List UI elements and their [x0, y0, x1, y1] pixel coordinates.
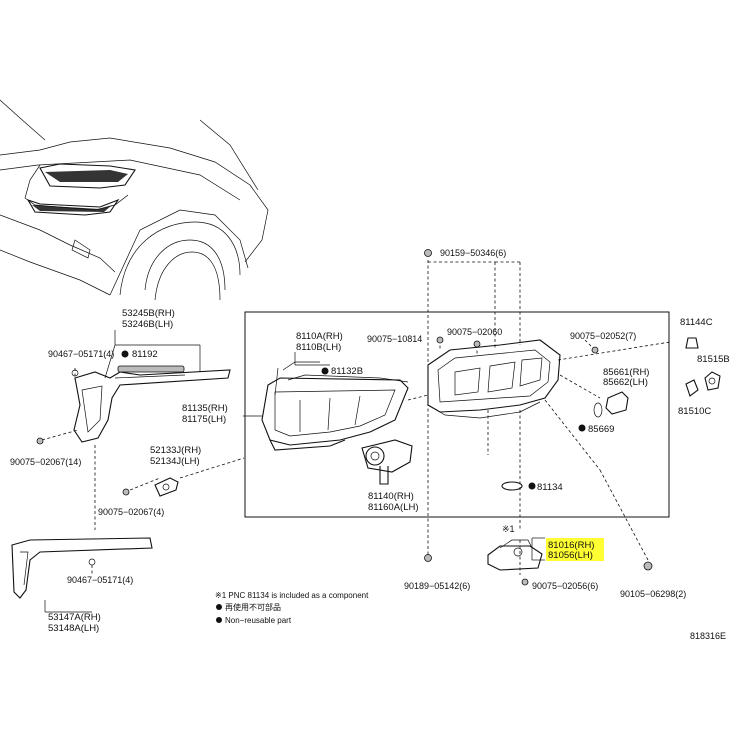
label-90467-b: 90467−05171(4) [67, 575, 133, 585]
control-module-81016 [487, 539, 543, 571]
bulb-81510c [685, 379, 699, 397]
label-85662: 85662(LH) [603, 377, 648, 388]
non-reusable-dot [321, 367, 329, 375]
label-90189: 90189−05142(6) [404, 581, 470, 591]
bulb-81144c [685, 337, 699, 349]
leveling-actuator-85661 [593, 391, 629, 418]
bolt-icon [473, 340, 481, 348]
non-reusable-dot [528, 482, 536, 490]
label-81134: 81134 [537, 482, 563, 493]
socket-81515b [704, 371, 721, 391]
label-81192: 81192 [132, 349, 158, 360]
fender-molding-lower [11, 537, 153, 599]
label-90075-a: 90075−02067(14) [10, 457, 81, 467]
label-90159: 90159−50346(6) [440, 248, 506, 258]
label-81160a: 81160A(LH) [368, 502, 419, 513]
label-90467-a: 90467−05171(4) [48, 349, 114, 359]
non-reusable-dot [578, 424, 586, 432]
label-90075-b: 90075−02067(4) [98, 507, 164, 517]
label-90075-f: 90075−02056(6) [532, 581, 598, 591]
label-81510c: 81510C [678, 406, 711, 417]
headlamp-housing [427, 339, 561, 419]
highlight-81016 [546, 538, 604, 561]
bolt-icon [424, 249, 432, 257]
legend-dot [216, 604, 222, 610]
label-81135: 81135(RH) [182, 403, 228, 414]
label-52133j: 52133J(RH) [150, 445, 201, 456]
fender-molding-upper [73, 365, 231, 443]
label-81140: 81140(RH) [368, 491, 414, 502]
gasket-81132b [287, 374, 409, 383]
label-81056: 81056(LH) [548, 550, 593, 561]
label-81016: 81016(RH) [548, 540, 594, 551]
headlamp-assembly-box [244, 311, 670, 518]
star-note-marker: ※1 [502, 524, 515, 534]
label-81144c: 81144C [680, 317, 713, 328]
bolt-icon [424, 554, 432, 562]
label-85661: 85661(RH) [603, 367, 649, 378]
o-ring-81134 [501, 481, 523, 491]
bracket-52133 [154, 477, 179, 497]
bolt-icon [591, 346, 599, 354]
label-53246b: 53246B(LH) [122, 319, 173, 330]
note-pnc: ※1 PNC 81134 is included as a component [215, 591, 369, 600]
screw-icon [521, 578, 529, 586]
label-81515b: 81515B [697, 354, 730, 365]
note-non-reusable-ja: 再使用不可部品 [225, 602, 281, 612]
fog-lamp-81140 [361, 439, 413, 485]
label-90105: 90105−06298(2) [620, 589, 686, 599]
label-90075-c: 90075−10814 [367, 334, 422, 344]
label-53245b: 53245B(RH) [122, 308, 175, 319]
label-53147a: 53147A(RH) [48, 612, 101, 623]
label-90075-d: 90075−02060 [447, 327, 502, 337]
label-85669: 85669 [588, 424, 614, 435]
vehicle-sketch [0, 99, 269, 301]
non-reusable-dot [121, 350, 129, 358]
label-53148a: 53148A(LH) [48, 623, 99, 634]
note-non-reusable-en: Non−reusable part [225, 616, 292, 625]
legend-dot [216, 617, 222, 623]
figure-code: 818316E [690, 631, 726, 641]
bolt-icon [643, 561, 653, 571]
label-81132b: 81132B [331, 366, 363, 377]
label-90075-e: 90075−02052(7) [570, 331, 636, 341]
clip-icon [88, 558, 96, 566]
screw-icon [122, 488, 130, 496]
clip-icon [71, 369, 79, 377]
label-52134j: 52134J(LH) [150, 456, 200, 467]
label-8110a: 8110A(RH) [296, 331, 343, 342]
label-8110b: 8110B(LH) [296, 342, 341, 353]
bolt-icon [436, 336, 444, 344]
label-81175: 81175(LH) [182, 414, 226, 425]
screw-icon [36, 437, 44, 445]
